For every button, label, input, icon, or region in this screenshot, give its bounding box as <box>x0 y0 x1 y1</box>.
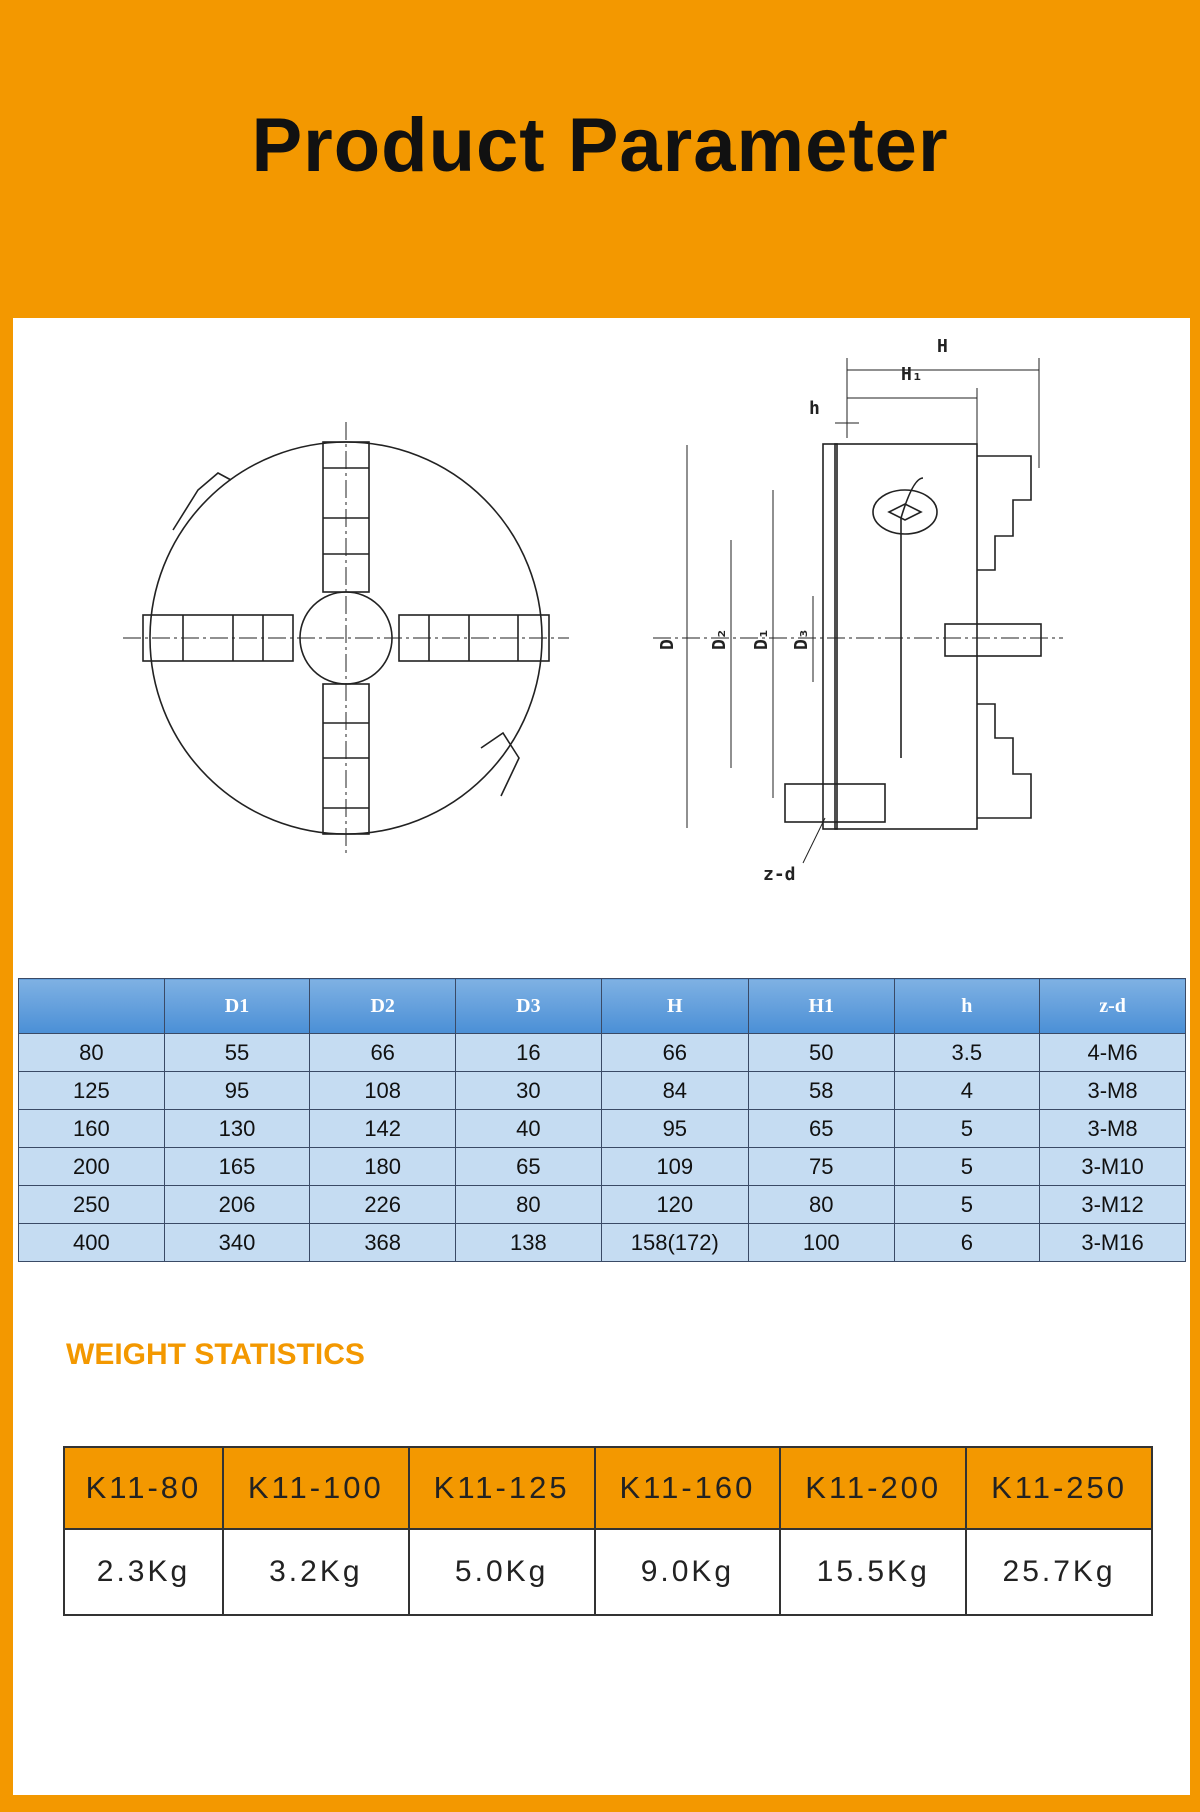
label-D1: D₁ <box>751 628 772 650</box>
weight-value: 15.5Kg <box>779 1528 968 1616</box>
spec-col-2: D2 <box>309 978 457 1034</box>
table-cell: 75 <box>747 1147 895 1186</box>
weight-model: K11-80 <box>63 1446 224 1530</box>
weight-model: K11-200 <box>779 1446 968 1530</box>
table-cell: 400 <box>18 1223 165 1262</box>
table-cell: 250 <box>18 1185 165 1224</box>
spec-col-7: z-d <box>1039 978 1186 1034</box>
table-cell: 30 <box>455 1071 602 1110</box>
spec-col-3: D3 <box>455 978 602 1034</box>
weight-title: WEIGHT STATISTICS <box>66 1338 365 1371</box>
table-cell: 84 <box>600 1071 749 1110</box>
table-cell: 142 <box>309 1109 457 1148</box>
table-cell: 66 <box>600 1033 749 1072</box>
table-cell: 108 <box>309 1071 457 1110</box>
label-H1: H₁ <box>901 364 923 385</box>
weight-value: 25.7Kg <box>965 1528 1153 1616</box>
table-cell: 55 <box>163 1033 311 1072</box>
table-cell: 50 <box>747 1033 895 1072</box>
label-h: h <box>809 398 820 419</box>
weight-value: 3.2Kg <box>221 1528 410 1616</box>
weight-value: 9.0Kg <box>593 1528 782 1616</box>
weight-model: K11-160 <box>593 1446 782 1530</box>
table-cell: 160 <box>18 1109 165 1148</box>
table-cell: 65 <box>455 1147 602 1186</box>
table-cell: 200 <box>18 1147 165 1186</box>
weight-model: K11-125 <box>407 1446 596 1530</box>
weight-value: 5.0Kg <box>407 1528 596 1616</box>
spec-col-4: H <box>600 978 749 1034</box>
table-cell: 100 <box>747 1223 895 1262</box>
spec-col-1: D1 <box>163 978 311 1034</box>
table-cell: 3-M16 <box>1039 1223 1186 1262</box>
label-D2: D₂ <box>709 628 730 650</box>
table-cell: 58 <box>747 1071 895 1110</box>
table-cell: 65 <box>747 1109 895 1148</box>
table-cell: 3-M10 <box>1039 1147 1186 1186</box>
spec-table-header: D1 D2 D3 H H1 h z-d <box>18 978 1186 1034</box>
spec-col-6: h <box>893 978 1041 1034</box>
table-cell: 80 <box>18 1033 165 1072</box>
table-cell: 125 <box>18 1071 165 1110</box>
label-zd: z-d <box>763 864 796 885</box>
table-cell: 3-M12 <box>1039 1185 1186 1224</box>
table-cell: 5 <box>893 1185 1041 1224</box>
label-D3: D₃ <box>791 628 812 650</box>
table-cell: 206 <box>163 1185 311 1224</box>
table-cell: 226 <box>309 1185 457 1224</box>
label-D: D <box>657 639 678 650</box>
table-cell: 180 <box>309 1147 457 1186</box>
table-cell: 66 <box>309 1033 457 1072</box>
table-cell: 3.5 <box>893 1033 1041 1072</box>
table-cell: 3-M8 <box>1039 1071 1186 1110</box>
table-cell: 165 <box>163 1147 311 1186</box>
table-cell: 120 <box>600 1185 749 1224</box>
table-cell: 4 <box>893 1071 1041 1110</box>
table-cell: 3-M8 <box>1039 1109 1186 1148</box>
header-banner: Product Parameter <box>0 0 1200 318</box>
table-cell: 109 <box>600 1147 749 1186</box>
table-cell: 4-M6 <box>1039 1033 1186 1072</box>
table-cell: 6 <box>893 1223 1041 1262</box>
weight-model: K11-100 <box>221 1446 410 1530</box>
table-cell: 340 <box>163 1223 311 1262</box>
table-cell: 158(172) <box>600 1223 749 1262</box>
table-cell: 95 <box>600 1109 749 1148</box>
spec-col-5: H1 <box>747 978 895 1034</box>
page-title: Product Parameter <box>251 103 949 188</box>
table-cell: 138 <box>455 1223 602 1262</box>
chuck-drawing: H H₁ h D D₂ D₁ D₃ z-d <box>123 336 1063 885</box>
content-panel: H H₁ h D D₂ D₁ D₃ z-d D1 D2 D3 H H1 h z-… <box>13 318 1190 1795</box>
label-H: H <box>937 336 948 357</box>
weight-model: K11-250 <box>965 1446 1153 1530</box>
table-cell: 80 <box>747 1185 895 1224</box>
table-cell: 368 <box>309 1223 457 1262</box>
spec-col-0 <box>18 978 165 1034</box>
front-view <box>123 422 569 854</box>
table-cell: 130 <box>163 1109 311 1148</box>
table-cell: 5 <box>893 1147 1041 1186</box>
table-cell: 80 <box>455 1185 602 1224</box>
table-cell: 95 <box>163 1071 311 1110</box>
table-cell: 40 <box>455 1109 602 1148</box>
table-cell: 16 <box>455 1033 602 1072</box>
table-cell: 5 <box>893 1109 1041 1148</box>
side-view <box>653 358 1063 864</box>
weight-value: 2.3Kg <box>63 1528 224 1616</box>
